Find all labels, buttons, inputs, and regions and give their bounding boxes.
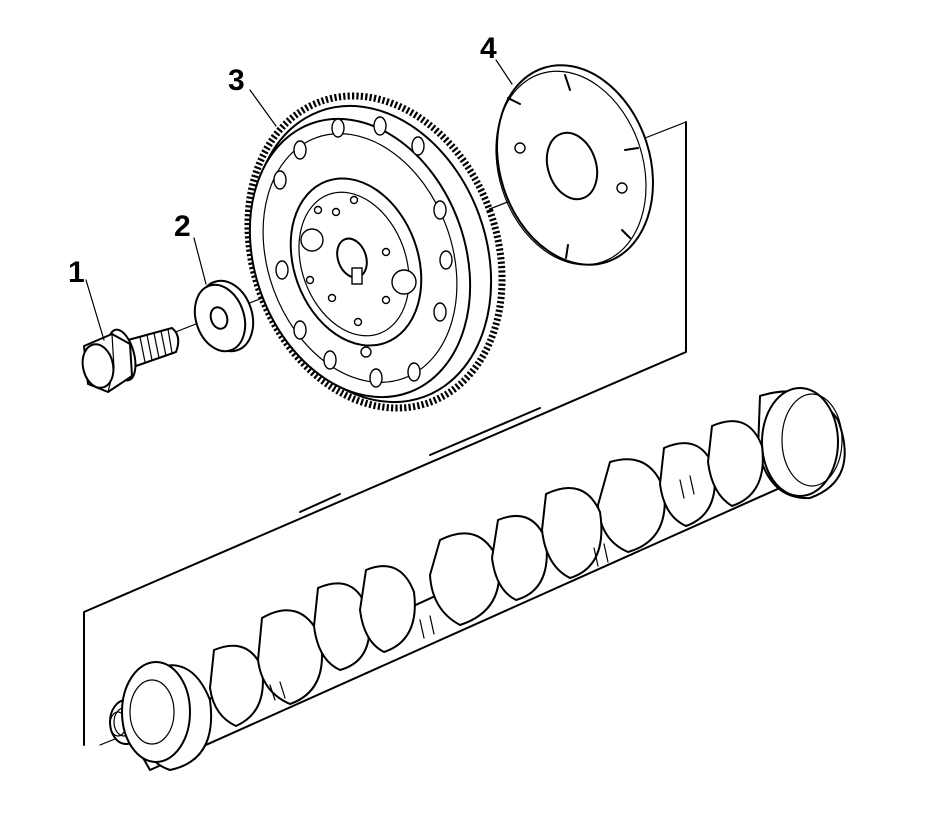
callout-4: 4 (480, 32, 497, 65)
callouts: 1 2 3 4 (68, 32, 497, 289)
hub-small-holes (305, 195, 391, 327)
camshaft-journals (121, 387, 846, 771)
reluctor-wheel (495, 64, 654, 266)
reluctor-slots (507, 74, 639, 259)
sprocket-holes (273, 116, 453, 388)
callout-2: 2 (174, 210, 191, 243)
assembly-frame (83, 121, 687, 746)
camshaft-lobes (209, 420, 764, 727)
callout-1: 1 (68, 256, 85, 289)
washer (193, 279, 255, 353)
bolt (81, 327, 180, 393)
camshaft-shading (269, 475, 695, 701)
bolt-threads (139, 328, 173, 363)
leader-lines (85, 59, 513, 341)
callout-3: 3 (228, 64, 245, 97)
camshaft-sprocket (244, 92, 506, 412)
camshaft (109, 387, 846, 771)
